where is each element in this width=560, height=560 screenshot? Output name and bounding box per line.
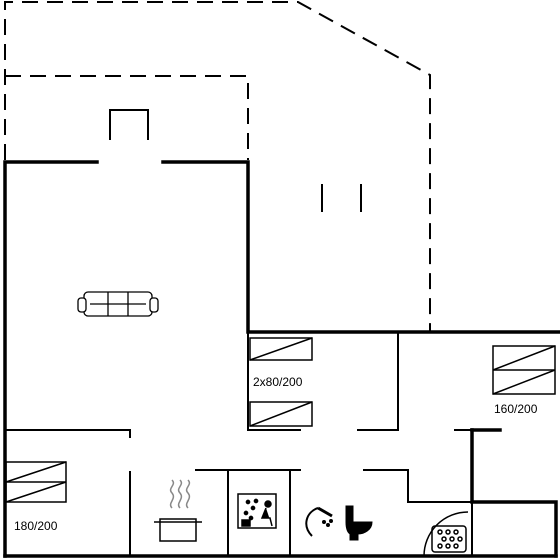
terrace-outline: [4, 1, 431, 332]
fireplace-icon: [109, 109, 149, 140]
terrace-outer-dashed: [4, 1, 431, 332]
wall-bath-top-step: [363, 469, 473, 503]
bed-twin-top-icon: [249, 337, 313, 361]
bed-double-left-icon: [5, 461, 67, 503]
terrace-inner-dashed: [5, 75, 249, 160]
wall-west-and-north: [3, 160, 99, 558]
sofa-icon: [77, 291, 159, 317]
wall-living-north-east: [161, 160, 560, 334]
terrace-door-icon: [321, 184, 362, 212]
bed-double-right-icon: [492, 345, 556, 395]
wall-bath-east: [470, 428, 558, 558]
bed-size-label-left: 180/200: [14, 519, 58, 533]
bed-twin-bottom-icon: [249, 401, 313, 427]
toilet-icon: [345, 505, 373, 541]
exterior-walls: [3, 160, 560, 558]
wall-bedroom-left-top: [4, 429, 131, 438]
shower-icon: [305, 506, 333, 537]
cooking-pot-icon: [154, 479, 202, 542]
bed-size-label-twin: 2x80/200: [253, 375, 303, 389]
interior-walls: [4, 331, 557, 557]
sauna-icon: [237, 493, 277, 529]
whirlpool-icon: [423, 511, 469, 557]
bed-size-label-right: 160/200: [494, 402, 538, 416]
